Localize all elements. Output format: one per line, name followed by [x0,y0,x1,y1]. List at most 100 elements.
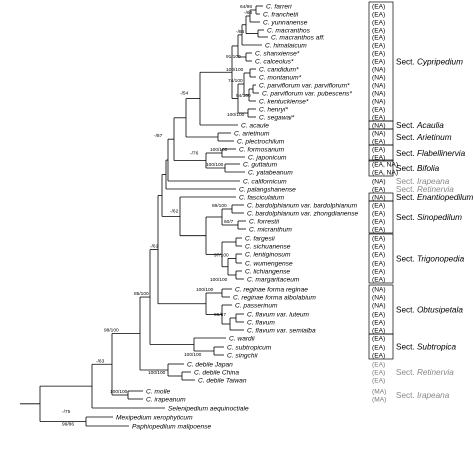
taxon-label: C. wumengense [245,260,293,267]
section-box [368,200,394,234]
support-value: 64/98 [240,4,252,10]
taxon-label: C. flavum [247,319,275,326]
region-code: (EA) [372,3,385,10]
region-code: (EA) [372,251,385,258]
section-label: Sect. Irapeana [396,391,450,400]
region-code: (EA) [372,27,385,34]
taxon-label: C. parviflorum var. parviflorum* [259,82,350,89]
region-code: (EA) [372,210,385,217]
section-prefix: Sect. [396,213,417,222]
support-value: 100/100 [196,287,214,293]
taxon-label: C. lentiginosum [245,251,291,258]
taxon-label: C. parviflorum var. pubescens* [262,90,352,97]
region-code: (EA) [372,361,385,368]
taxon-label: C. californicum [243,178,287,185]
section-prefix: Sect. [396,368,417,377]
section-label: Sect. Acaulia [396,121,444,130]
support-value: 98/100 [104,328,119,334]
taxon-label: C. debile Taiwan [198,377,247,384]
section-name: Retinervia [417,185,454,194]
section-name: Arietinum [416,133,452,142]
support-value: 94/100 [236,93,251,99]
section-box [368,159,394,177]
tree-branches [20,5,268,427]
region-code: (EA) [372,42,385,49]
support-value: 99/86 [62,422,74,428]
support-value: -/75 [62,409,71,415]
taxon-label: C. fasciculatum [239,194,285,201]
support-value: 97/100 [214,253,229,259]
support-value: -/54 [180,91,189,97]
taxon-label: C. irapeanum [146,396,186,403]
section-label: Sect. Arietinum [396,133,452,142]
region-code: (NA) [372,294,386,301]
region-code: (EA) [372,226,385,233]
section-name: Trigonopedia [417,255,465,264]
region-code: (NA) [372,178,386,185]
region-code: (NA) [372,66,386,73]
taxon-label: C. yatabeanum [248,169,293,176]
region-code: (EA) [372,138,385,145]
region-code: (EA) [372,34,385,41]
support-value: -/61 [150,244,159,250]
support-value: 60/7 [224,219,234,225]
taxon-label: C. wardii [229,335,255,342]
section-name: Cypripedium [417,58,463,67]
region-code: (NA) [372,82,386,89]
section-box [368,233,394,284]
support-values: 64/98-/66-/8691/100100/10074/10094/10010… [62,4,253,428]
section-prefix: Sect. [396,343,417,352]
section-label: Sect. Trigonopedia [396,255,465,264]
region-code: (EA) [372,369,385,376]
section-name: Flabellinervia [417,149,466,158]
taxon-label: C. debile Japan [187,361,233,368]
section-prefix: Sect. [396,255,417,264]
region-code: (EA) [372,19,385,26]
section-label: Sect. Irapeana [396,177,450,186]
section-label: Sect. Flabellinervia [396,149,466,158]
support-value: 100/100 [110,389,128,395]
region-code: (EA) [372,243,385,250]
taxon-label: C. acaule [241,122,269,129]
taxon-label: C. micranthum [249,226,292,233]
taxon-label: Paphiopedilum malipoense [132,423,212,430]
section-name: Sinopedilum [417,213,462,222]
section-prefix: Sect. [396,306,417,315]
region-code: (EA) [372,146,385,153]
taxon-label: C. henryi* [259,106,288,113]
region-code: (NA) [372,302,386,309]
region-code: (EA) [372,311,385,318]
taxon-label: C. flavum var. luteum [247,311,310,318]
support-value: -/63 [96,358,105,364]
taxon-label: C. forrestii [249,218,280,225]
region-code: (NA) [372,286,386,293]
section-label: Sect. Bifolia [396,164,440,173]
support-value: 100/100 [210,147,228,153]
support-value: 100/100 [210,277,228,283]
taxon-label: C. subtropicum [227,344,272,351]
taxon-label: Mexipedium xerophyticum [116,414,193,421]
taxon-label: C. guttatum [243,161,278,168]
section-name: Irapeana [417,391,450,400]
section-prefix: Sect. [396,164,417,173]
taxon-label: C. molle [146,388,171,395]
section-name: Subtropica [417,343,457,352]
region-codes: (EA)(EA)(EA)(EA)(EA)(EA)(EA)(EA)(NA)(NA)… [372,3,398,403]
taxon-label: C. palangshanense [239,186,296,193]
taxon-label: C. franchetii [263,11,299,18]
taxon-label: C. plectrochilum [237,138,285,145]
region-code: (EA) [372,319,385,326]
taxon-label: C. fargesii [245,235,275,242]
taxon-label: C. margaritaceum [247,276,300,283]
section-prefix: Sect. [396,177,417,186]
section-boxes [368,1,394,360]
region-code: (EA) [372,335,385,342]
taxon-label: C. farreri [266,3,292,10]
taxon-label: C. formosanum [239,146,285,153]
taxon-label: C. japonicum [248,154,287,161]
taxon-label: C. debile China [194,369,239,376]
section-label: Sect. Retinervia [396,185,454,194]
taxon-label: C. montanum* [259,74,302,81]
taxon-label: C. kentuckiense* [259,98,309,105]
